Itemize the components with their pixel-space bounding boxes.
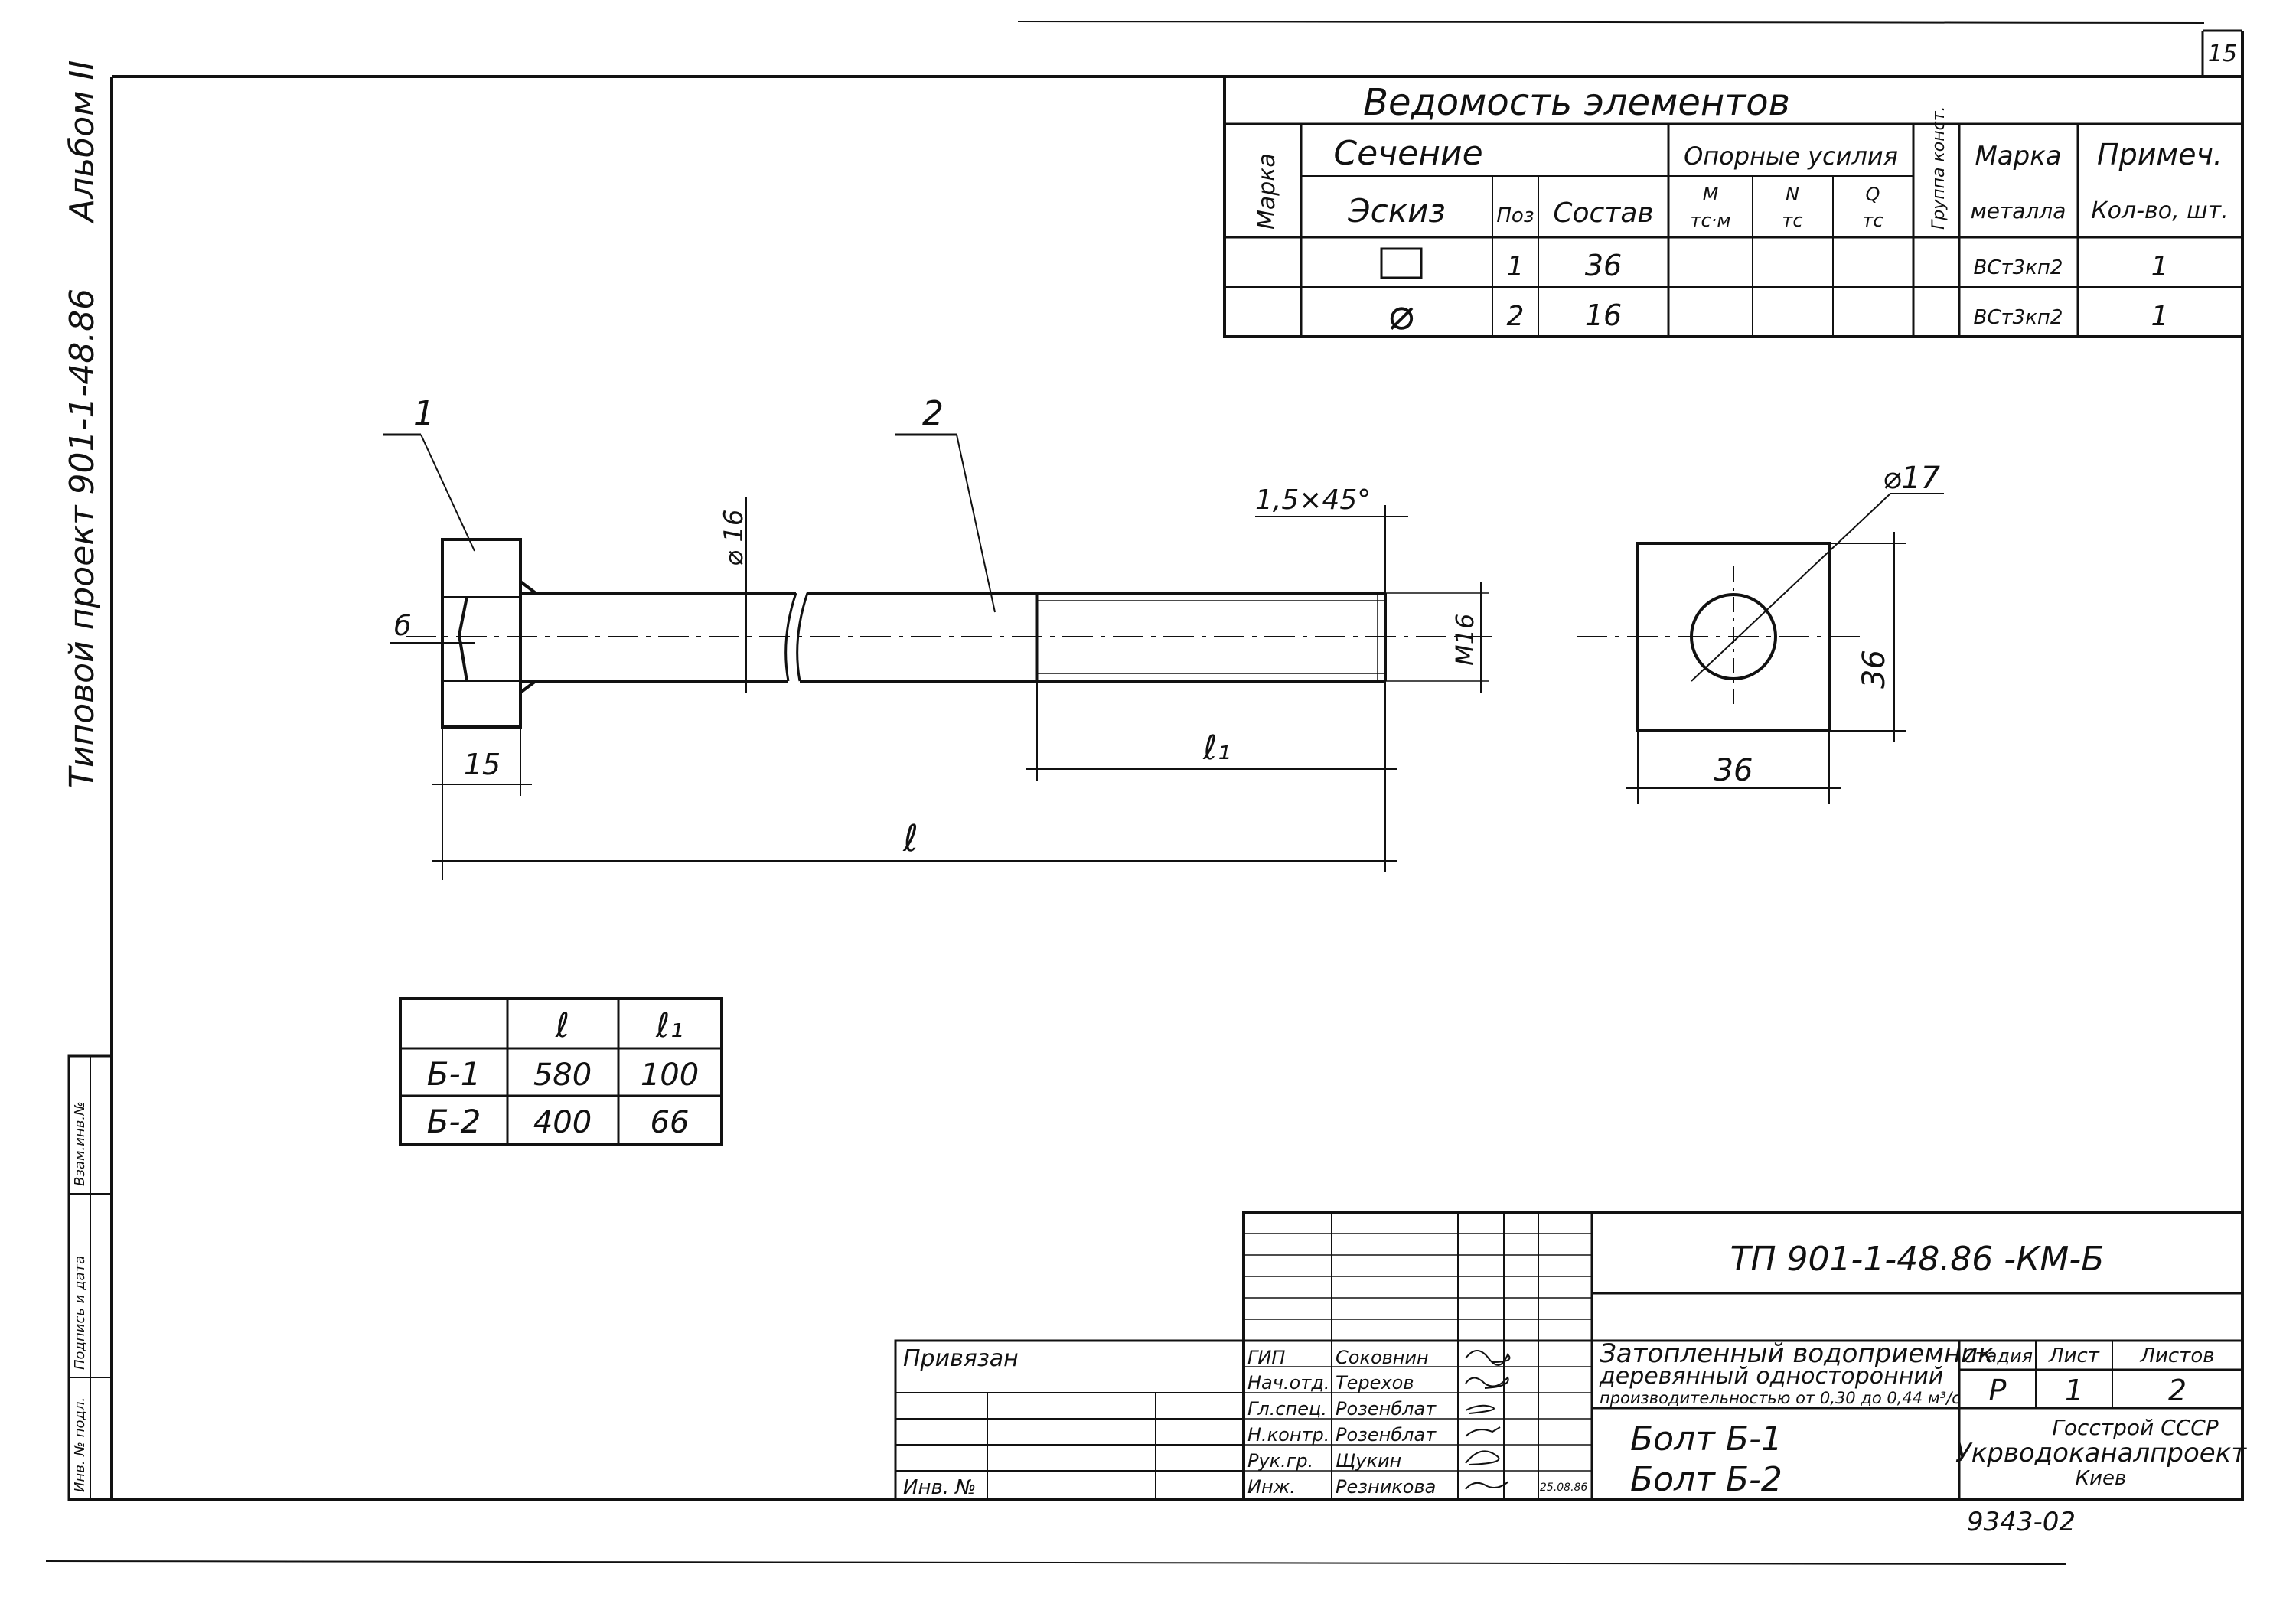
- sign-date: 25.08.86: [1540, 1482, 1587, 1494]
- square-plate-sketch: [1380, 247, 1423, 279]
- col-kolvo: Кол-во, шт.: [2091, 197, 2228, 224]
- col-q: Q: [1866, 184, 1880, 205]
- col-m-unit: тс·м: [1691, 210, 1731, 231]
- dimension-l1: ℓ₁: [1202, 729, 1231, 768]
- row2-metal: ВСт3кп2: [1974, 306, 2063, 329]
- dimension-dia-17: ⌀17: [1883, 461, 1941, 496]
- side-cell-inv: Инв. № подл.: [72, 1397, 88, 1492]
- archive-number: 9343-02: [1967, 1507, 2076, 1537]
- callout-1: 1: [413, 394, 435, 433]
- row1-metal: ВСт3кп2: [1974, 256, 2063, 279]
- side-project: Типовой проект 901-1-48.86: [63, 288, 102, 788]
- row2-sostav: 16: [1585, 298, 1622, 332]
- elements-table: Ведомость элементов Марка Сечение Эскиз …: [1223, 75, 2244, 340]
- name-n-kontr: Розенблат: [1336, 1424, 1437, 1446]
- role-n-kontr: Н.контр.: [1247, 1424, 1329, 1446]
- side-album: Альбом II: [63, 60, 102, 224]
- signatures: [1465, 1350, 1511, 1490]
- dimension-washer-width: 36: [1714, 753, 1753, 788]
- size-col-l1: ℓ₁: [655, 1006, 683, 1045]
- col-n-unit: тс: [1782, 210, 1802, 231]
- col-gruppa: Группа конст.: [1929, 106, 1949, 230]
- dimension-15: 15: [464, 748, 501, 781]
- listov-header: Листов: [2139, 1345, 2214, 1367]
- name-gip: Соковнин: [1336, 1347, 1429, 1368]
- col-marka-metalla-1: Марка: [1975, 141, 2061, 171]
- dimension-b: б: [394, 611, 411, 642]
- side-cell-vzam: Взам.инв.№: [72, 1101, 88, 1186]
- org-line-1: Госстрой СССР: [2052, 1415, 2218, 1440]
- org-line-2: Укрводоканалпроект: [1955, 1438, 2247, 1468]
- row1-poz: 1: [1507, 251, 1525, 282]
- stadiya-value: Р: [1989, 1374, 2007, 1407]
- inv-no-label: Инв. №: [903, 1476, 976, 1499]
- col-marka: Марка: [1254, 153, 1280, 230]
- dimension-washer-height: 36: [1857, 650, 1892, 689]
- listov-value: 2: [2168, 1374, 2187, 1407]
- role-inzh: Инж.: [1247, 1476, 1296, 1498]
- row1-qty: 1: [2151, 251, 2169, 282]
- size-table: ℓ ℓ₁ Б-1 580 100 Б-2 400 66: [399, 997, 723, 1146]
- name-gl-spec: Розенблат: [1336, 1398, 1437, 1420]
- sheet-number: 15: [2208, 41, 2237, 67]
- bolt-drawing: 1 2 ⌀ 16 1,5×45° M16 б 15 ℓ₁ ℓ: [383, 394, 1492, 880]
- col-eskiz: Эскиз: [1347, 192, 1445, 230]
- side-stamp: Альбом II Типовой проект 901-1-48.86 Инв…: [63, 60, 113, 1501]
- dimension-dia-16: ⌀ 16: [719, 509, 749, 566]
- size-row1-l: 580: [533, 1058, 592, 1093]
- doc-code: ТП 901-1-48.86 -КМ-Б: [1730, 1240, 2105, 1279]
- col-opornye: Опорные усилия: [1684, 142, 1898, 171]
- role-gl-spec: Гл.спец.: [1247, 1398, 1327, 1420]
- col-n: N: [1786, 184, 1799, 205]
- row1-sostav: 36: [1585, 249, 1622, 282]
- privyazan-label: Привязан: [903, 1345, 1019, 1372]
- list-value: 1: [2065, 1374, 2083, 1407]
- size-row1-l1: 100: [641, 1058, 699, 1093]
- sheet-frame: [69, 29, 2244, 1501]
- size-row2-l: 400: [533, 1105, 592, 1140]
- col-primech: Примеч.: [2097, 138, 2223, 171]
- row2-poz: 2: [1507, 301, 1525, 332]
- size-row1-mark: Б-1: [427, 1055, 481, 1093]
- description-line-3: производительностью от 0,30 до 0,44 м³/с: [1600, 1389, 1961, 1407]
- dimension-thread: M16: [1450, 614, 1479, 666]
- title-block: Привязан Инв. № ТП 901-1-48.86 -КМ-Б ГИП…: [894, 1211, 2247, 1537]
- name-nach-otd: Терехов: [1336, 1372, 1414, 1393]
- col-sechenie: Сечение: [1333, 134, 1482, 173]
- name-inzh: Резникова: [1336, 1476, 1436, 1498]
- org-line-3: Киев: [2076, 1467, 2127, 1490]
- description-line-1: Затопленный водоприемник: [1600, 1338, 1994, 1369]
- item-bolt-b2: Болт Б-2: [1630, 1460, 1782, 1499]
- dimension-chamfer: 1,5×45°: [1255, 484, 1371, 516]
- role-ruk-gr: Рук.гр.: [1247, 1450, 1313, 1472]
- elements-table-title: Ведомость элементов: [1363, 81, 1790, 124]
- size-row2-l1: 66: [651, 1105, 690, 1140]
- col-sostav: Состав: [1553, 197, 1653, 229]
- col-q-unit: тс: [1862, 210, 1883, 231]
- side-cell-sign: Подпись и дата: [72, 1256, 88, 1370]
- col-marka-metalla-2: металла: [1971, 198, 2066, 223]
- stadiya-header: Стадия: [1962, 1345, 2033, 1367]
- col-poz: Поз: [1496, 204, 1534, 227]
- role-nach-otd: Нач.отд.: [1247, 1372, 1329, 1393]
- row2-qty: 1: [2151, 301, 2169, 332]
- description-line-2: деревянный односторонний: [1599, 1363, 1943, 1390]
- col-m: M: [1703, 184, 1719, 205]
- size-row2-mark: Б-2: [427, 1103, 481, 1140]
- item-bolt-b1: Болт Б-1: [1630, 1420, 1782, 1459]
- round-bar-sketch: ⌀: [1388, 290, 1414, 340]
- name-ruk-gr: Щукин: [1336, 1450, 1401, 1472]
- size-col-l: ℓ: [555, 1006, 569, 1045]
- callout-2: 2: [922, 394, 944, 433]
- washer-drawing: ⌀17 36 36: [1577, 461, 1944, 804]
- role-gip: ГИП: [1247, 1347, 1285, 1368]
- list-header: Лист: [2048, 1345, 2100, 1367]
- dimension-l: ℓ: [902, 817, 918, 860]
